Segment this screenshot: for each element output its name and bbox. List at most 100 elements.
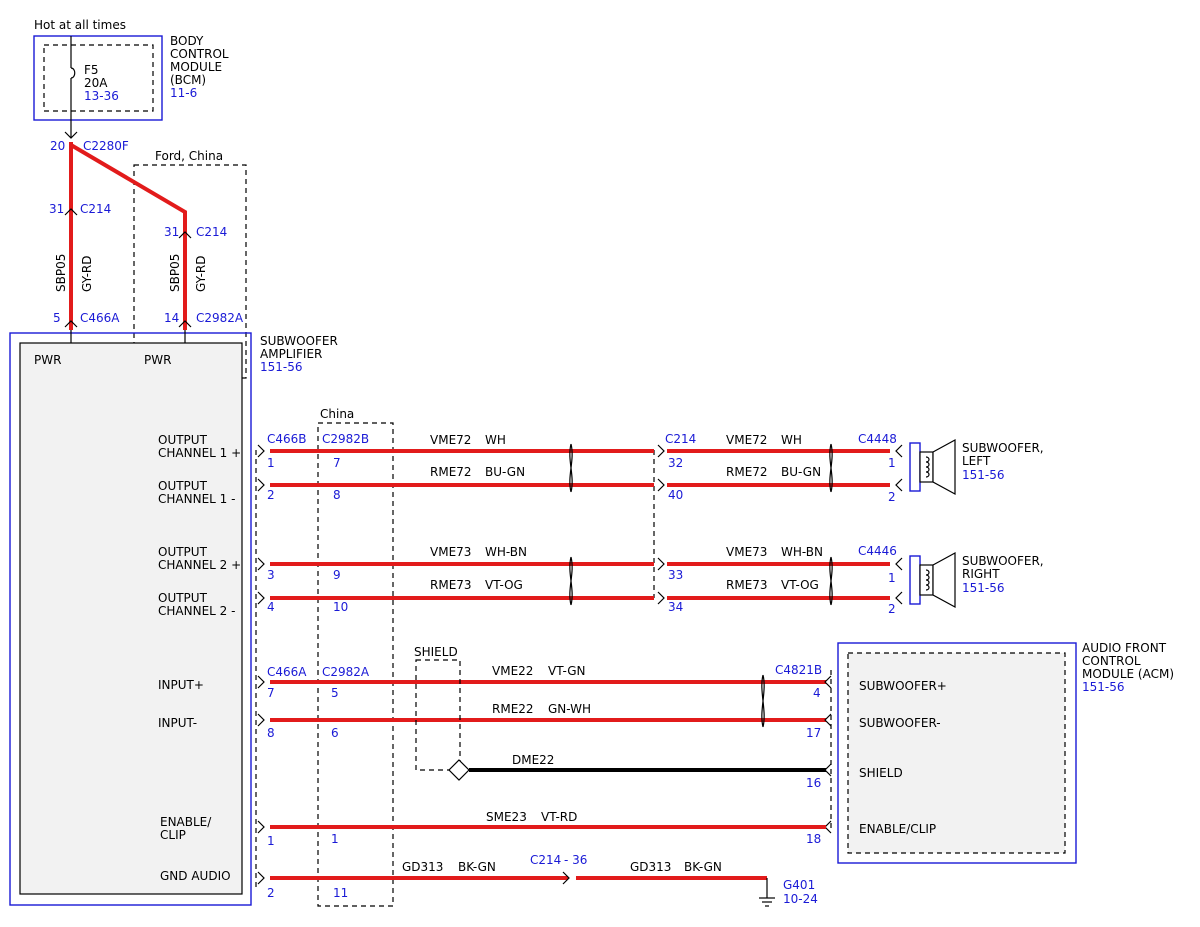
w2-pin-d: 1 [888,571,896,585]
gnd-color2: BK-GN [684,860,722,874]
w2-circuit2: VME73 [726,545,767,559]
left-c214-pin: 31 [49,202,64,216]
w0-pin-a: 1 [267,456,275,470]
sub-left-name-2: LEFT [962,454,991,468]
acm-sub-neg: SUBWOOFER- [859,716,941,730]
speaker-right-icon [909,551,956,609]
w3-circuit2: RME73 [726,578,768,592]
w2-pin-c: 33 [668,568,683,582]
sub-right-ref: 151-56 [962,581,1005,595]
c2982b-label: C2982B [322,432,369,446]
fuse-icon [70,67,76,79]
w1-pin-b: 8 [333,488,341,502]
twisted-pair-icons [569,443,833,606]
in1-pin-a: 8 [267,726,275,740]
bcm-box [33,35,163,121]
out-ch2-pos-1: OUTPUT [158,545,208,559]
shield-circuit: DME22 [512,753,554,767]
amp-pwr-2: PWR [144,353,171,367]
pwr-wire-right [69,143,187,330]
amp-module [19,342,243,895]
w2-pin-b: 9 [333,568,341,582]
fuse-ref: 13-36 [84,89,119,103]
left-amp-pin: 5 [53,311,61,325]
gnd-c214: C214 [530,853,561,867]
bcm-name-3: MODULE [170,60,222,74]
w1-color: BU-GN [485,465,525,479]
c4448-label: C4448 [858,432,897,446]
gnd-c214-pin: - 36 [564,853,587,867]
acm-shield: SHIELD [859,766,903,780]
in0-color: VT-GN [548,664,585,678]
c214-right-arrow-icon [178,231,192,239]
hot-label: Hot at all times [34,18,126,32]
c214-label: C214 [665,432,696,446]
acm-ref: 151-56 [1082,680,1125,694]
gnd-audio: GND AUDIO [160,869,231,883]
china-dash [317,422,394,907]
w0-circuit: VME72 [430,433,471,447]
w2-pin-a: 3 [267,568,275,582]
right-circuit: SBP05 [168,254,182,292]
ground-ref: 10-24 [783,892,818,906]
shield-label: SHIELD [414,645,458,659]
bcm-name-1: BODY [170,34,204,48]
splice-pin: 20 [50,139,65,153]
in0-pin-a: 7 [267,686,275,700]
right-c214: C214 [196,225,227,239]
gnd-pin-b: 11 [333,886,348,900]
shield-drain-icon [448,759,470,781]
bcm-name-4: (BCM) [170,73,206,87]
amp-name-2: AMPLIFIER [260,347,322,361]
shield-pin-d: 16 [806,776,821,790]
c466a-pwr-arrow-icon [64,320,78,328]
china-label: China [320,407,354,421]
in0-pin-b: 5 [331,686,339,700]
in1-color: GN-WH [548,702,591,716]
left-color: GY-RD [80,255,94,292]
w3-circuit: RME73 [430,578,472,592]
right-amp-pin: 14 [164,311,179,325]
w3-pin-b: 10 [333,600,348,614]
en-circuit: SME23 [486,810,527,824]
w2-color2: WH-BN [781,545,823,559]
in1-circuit: RME22 [492,702,534,716]
c214-left-arrow-icon [64,208,78,216]
c214-gnd-arrow-icon [562,871,570,885]
sub-left-name-1: SUBWOOFER, [962,441,1044,455]
left-c214: C214 [80,202,111,216]
left-amp-conn: C466A [80,311,120,325]
w1-color2: BU-GN [781,465,821,479]
splice-connector: C2280F [83,139,129,153]
acm-sub-pos: SUBWOOFER+ [859,679,947,693]
bcm-name-2: CONTROL [170,47,229,61]
connector-arrow-icon [64,131,78,139]
enable-2: CLIP [160,828,186,842]
acm-name-3: MODULE (ACM) [1082,667,1174,681]
in1-pin-b: 6 [331,726,339,740]
w3-pin-d: 2 [888,602,896,616]
w1-pin-c: 40 [668,488,683,502]
enable-1: ENABLE/ [160,815,212,829]
c4446-label: C4446 [858,544,897,558]
w0-pin-d: 1 [888,456,896,470]
c4821b-label: C4821B [775,663,822,677]
amp-ref: 151-56 [260,360,303,374]
acm-name-2: CONTROL [1082,654,1141,668]
w0-circuit2: VME72 [726,433,767,447]
en-pin-a: 1 [267,834,275,848]
gnd-pin-a: 2 [267,886,275,900]
gnd-circuit2: GD313 [630,860,671,874]
w3-pin-a: 4 [267,600,275,614]
in1-pin-d: 17 [806,726,821,740]
input-twist-icon [761,674,765,728]
in0-circuit: VME22 [492,664,533,678]
input-pos: INPUT+ [158,678,204,692]
en-pin-d: 18 [806,832,821,846]
w3-color: VT-OG [485,578,523,592]
w0-pin-b: 7 [333,456,341,470]
sub-right-name-1: SUBWOOFER, [962,554,1044,568]
amp-name-1: SUBWOOFER [260,334,338,348]
amp-pwr-1: PWR [34,353,61,367]
